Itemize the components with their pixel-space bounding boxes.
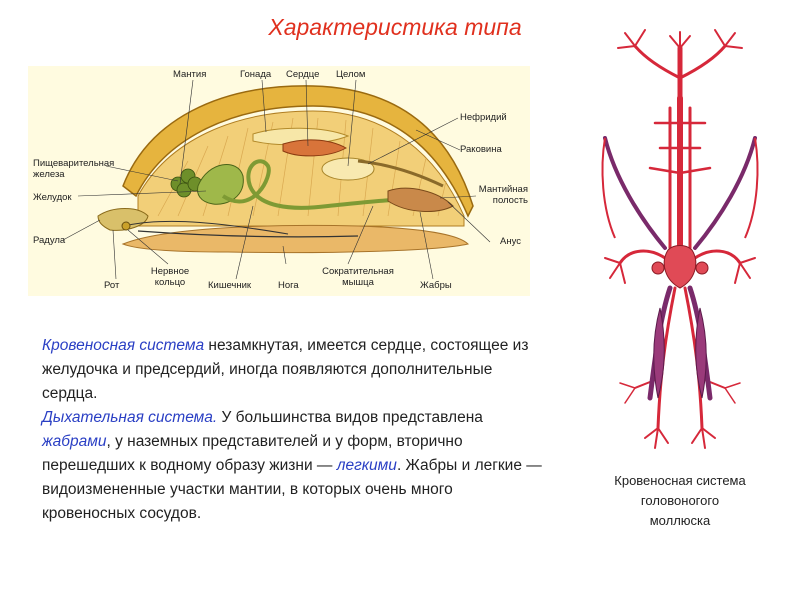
label-digestive-gland: Пищеварительная железа — [33, 158, 115, 180]
label-radula: Радула — [33, 235, 66, 246]
respiratory-system-term: Дыхательная система. — [42, 409, 218, 426]
circulatory-system-term: Кровеносная система — [42, 337, 205, 354]
label-nephridium: Нефридий — [460, 112, 507, 123]
label-mantle: Мантия — [173, 69, 207, 80]
respiratory-system-text-2: , у наземных представителей и у форм, вт… — [42, 433, 463, 474]
circulatory-system-text: незамкнутая, имеется сердце, состоящее и… — [42, 337, 529, 402]
description-text: Кровеносная система незамкнутая, имеется… — [42, 334, 542, 526]
label-foot: Нога — [278, 280, 299, 291]
label-nerve-ring: Нервное кольцо — [150, 266, 190, 288]
label-anus: Анус — [500, 236, 521, 247]
label-intestine: Кишечник — [208, 280, 252, 291]
label-heart: Сердце — [286, 69, 320, 80]
label-gonad: Гонада — [240, 69, 272, 80]
label-mouth: Рот — [104, 280, 120, 291]
gills-term: жабрами — [42, 433, 107, 450]
lungs-term: легкими — [336, 457, 397, 474]
label-gills: Жабры — [420, 280, 452, 291]
mollusc-anatomy-diagram: Мантия Гонада Сердце Целом Нефридий Рако… — [28, 66, 530, 296]
label-stomach: Желудок — [33, 192, 72, 203]
cephalopod-circulatory-illustration — [601, 29, 759, 449]
caption-text: Кровеносная система головоногого моллюск… — [614, 473, 746, 528]
label-mantle-cavity: Мантийная полость — [478, 184, 528, 206]
label-shell: Раковина — [460, 144, 502, 155]
page-title: Характеристика типа — [268, 14, 522, 40]
respiratory-system-text-1: У большинства видов представлена — [217, 409, 483, 426]
mollusc-anatomy-illustration — [62, 79, 491, 280]
respiratory-system-text-3: . Жабры и легкие — видоизмененные участк… — [42, 457, 542, 522]
illustration-caption: Кровеносная система головоногого моллюск… — [575, 471, 785, 531]
label-coelom: Целом — [336, 69, 366, 80]
label-contractile-muscle: Сократительная мышца — [322, 266, 394, 288]
